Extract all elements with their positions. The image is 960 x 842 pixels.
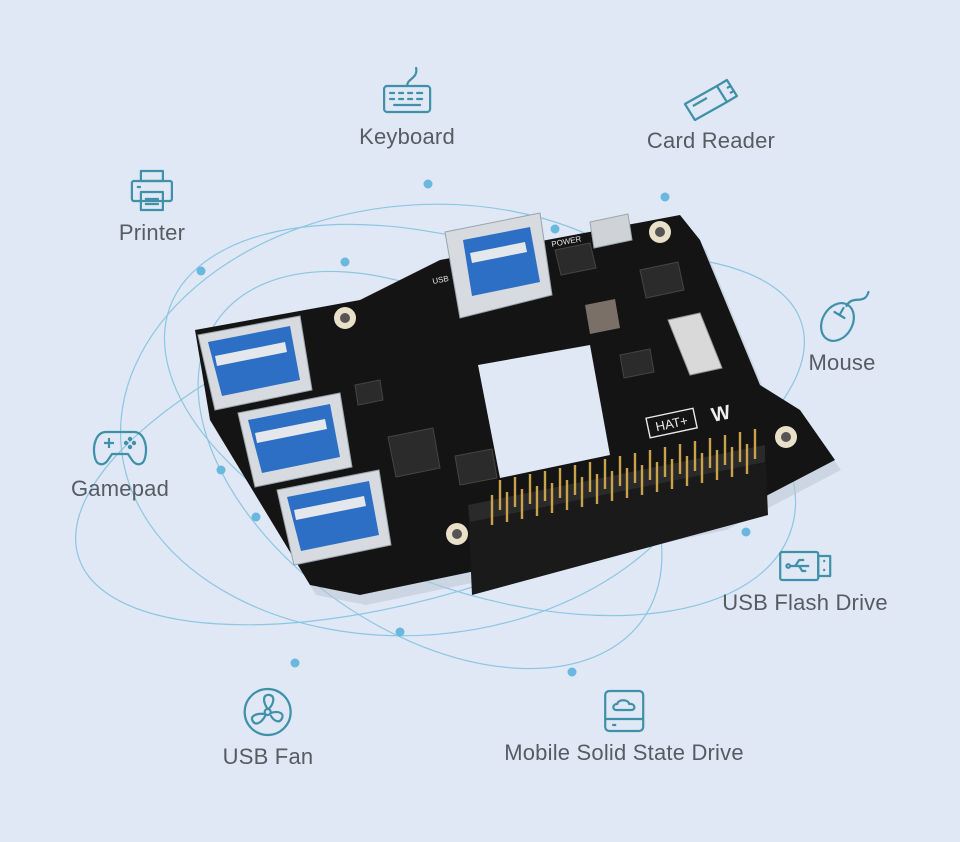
usb-port-left-3 bbox=[276, 469, 392, 566]
hat-badge: HAT+ bbox=[645, 407, 698, 439]
device-usb-fan: USB Fan bbox=[223, 686, 314, 770]
orbit-dot bbox=[196, 266, 206, 276]
device-label: Printer bbox=[118, 220, 186, 245]
orbit-dot bbox=[567, 667, 577, 677]
chips bbox=[354, 242, 685, 486]
orbit-dot bbox=[251, 512, 261, 522]
device-keyboard: Keyboard bbox=[359, 64, 455, 150]
ssd-icon bbox=[603, 689, 645, 733]
usb-c-port bbox=[589, 213, 633, 249]
orbit-dot bbox=[423, 179, 433, 189]
fan-icon bbox=[243, 687, 293, 737]
device-label: Keyboard bbox=[359, 124, 455, 149]
mounting-holes bbox=[334, 221, 797, 545]
orbit-dot bbox=[660, 192, 670, 202]
device-label: USB Flash Drive bbox=[722, 590, 888, 615]
usb-port-left-2 bbox=[237, 392, 353, 488]
brand-logo: W bbox=[709, 401, 732, 426]
fpc-connector bbox=[667, 312, 723, 376]
device-usb-flash-drive: USB Flash Drive bbox=[722, 548, 888, 616]
gpio-header bbox=[468, 445, 768, 595]
printer-icon bbox=[130, 169, 174, 212]
orbit-dot bbox=[340, 257, 350, 267]
device-label: Card Reader bbox=[646, 128, 776, 153]
device-label: Mobile Solid State Drive bbox=[504, 740, 744, 765]
keyboard-icon bbox=[382, 66, 432, 114]
card-reader-icon bbox=[683, 78, 739, 122]
device-printer: Printer bbox=[119, 168, 185, 246]
device-label: Gamepad bbox=[70, 476, 170, 501]
device-label: USB Fan bbox=[222, 744, 314, 769]
usb-flash-drive-icon bbox=[778, 550, 832, 582]
orbit-dot bbox=[290, 658, 300, 668]
silkscreen-usb: USB bbox=[432, 274, 450, 286]
gpio-pins bbox=[490, 429, 757, 525]
device-gamepad: Gamepad bbox=[71, 426, 169, 502]
hat-badge-text: HAT+ bbox=[654, 413, 689, 434]
inductor bbox=[585, 299, 620, 334]
orbit-dot bbox=[741, 527, 751, 537]
usb-port-left-1 bbox=[197, 315, 313, 411]
orbit-dot bbox=[395, 627, 405, 637]
board-cutout bbox=[478, 345, 610, 478]
device-label: Mouse bbox=[808, 350, 876, 375]
device-mobile-ssd: Mobile Solid State Drive bbox=[504, 688, 744, 766]
usb-port-top bbox=[444, 212, 553, 319]
device-card-reader: Card Reader bbox=[647, 76, 775, 154]
device-mouse: Mouse bbox=[808, 290, 875, 376]
mouse-icon bbox=[819, 290, 870, 342]
orbit-dot bbox=[550, 224, 560, 234]
orbit-dot bbox=[216, 465, 226, 475]
gamepad-icon bbox=[92, 430, 148, 466]
